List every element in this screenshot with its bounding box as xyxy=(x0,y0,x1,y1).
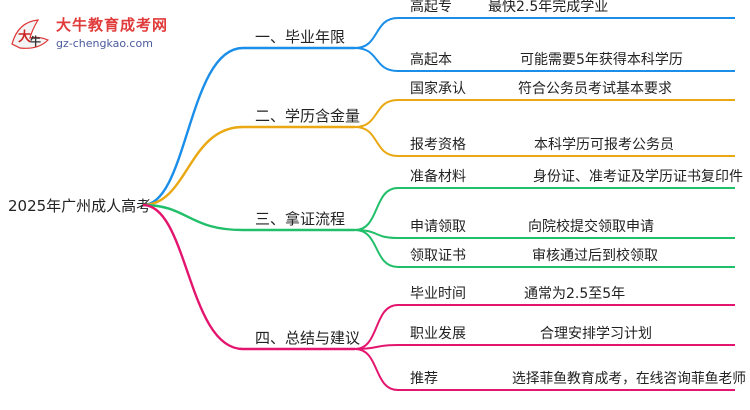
branch-label-2: 二、学历含金量 xyxy=(255,107,360,125)
leaf-key: 高起专 xyxy=(410,0,452,15)
leaf-connector xyxy=(354,99,399,128)
branch-label-4: 四、总结与建议 xyxy=(255,329,360,347)
leaf-key: 报考资格 xyxy=(410,137,466,153)
leaf-value: 身份证、准考证及学历证书复印件 xyxy=(533,168,743,185)
svg-text:大: 大 xyxy=(18,29,31,45)
leaf-connector xyxy=(354,304,399,350)
leaf-connector xyxy=(354,47,399,72)
leaf-value: 最快2.5年完成学业 xyxy=(488,0,608,15)
leaf-key: 国家承认 xyxy=(410,80,466,97)
logo-title: 大牛教育成考网 xyxy=(56,16,169,34)
leaf-value: 通常为2.5至5年 xyxy=(524,286,625,302)
branch-label-3: 三、拿证流程 xyxy=(255,210,345,228)
leaf-connector xyxy=(354,17,399,49)
leaf-connector xyxy=(354,348,399,391)
leaf-value: 符合公务员考试基本要求 xyxy=(518,80,672,97)
root-node: 2025年广州成人高考 xyxy=(8,197,151,215)
leaf-value: 审核通过后到校领取 xyxy=(532,247,658,264)
leaf-value: 选择菲鱼教育成考，在线咨询菲鱼老师 xyxy=(512,370,746,387)
leaf-value: 向院校提交领取申请 xyxy=(528,218,654,235)
branch-connector xyxy=(142,203,244,232)
site-logo[interactable]: 大 牛 大牛教育成考网 gz-chengkao.com xyxy=(8,14,168,54)
leaf-key: 推荐 xyxy=(410,371,438,387)
logo-url: gz-chengkao.com xyxy=(56,37,153,50)
leaf-key: 毕业时间 xyxy=(410,286,466,302)
leaf-connector xyxy=(354,187,399,231)
leaf-key: 高起本 xyxy=(410,51,452,68)
leaf-value: 合理安排学习计划 xyxy=(540,326,652,342)
leaf-connector xyxy=(354,126,399,157)
leaf-value: 可能需要5年获得本科学历 xyxy=(520,51,683,68)
branch-connector xyxy=(142,203,244,351)
branch-connector xyxy=(142,125,244,207)
leaf-key: 申请领取 xyxy=(410,219,466,235)
leaf-key: 职业发展 xyxy=(410,326,466,342)
branch-connector xyxy=(142,46,244,207)
leaf-key: 领取证书 xyxy=(410,248,466,264)
leaf-key: 准备材料 xyxy=(410,168,466,185)
svg-text:牛: 牛 xyxy=(30,34,41,48)
leaf-value: 本科学历可报考公务员 xyxy=(534,137,674,153)
branch-label-1: 一、毕业年限 xyxy=(255,28,345,46)
leaf-connector xyxy=(354,229,399,268)
logo-seal-icon: 大 牛 xyxy=(11,19,50,49)
